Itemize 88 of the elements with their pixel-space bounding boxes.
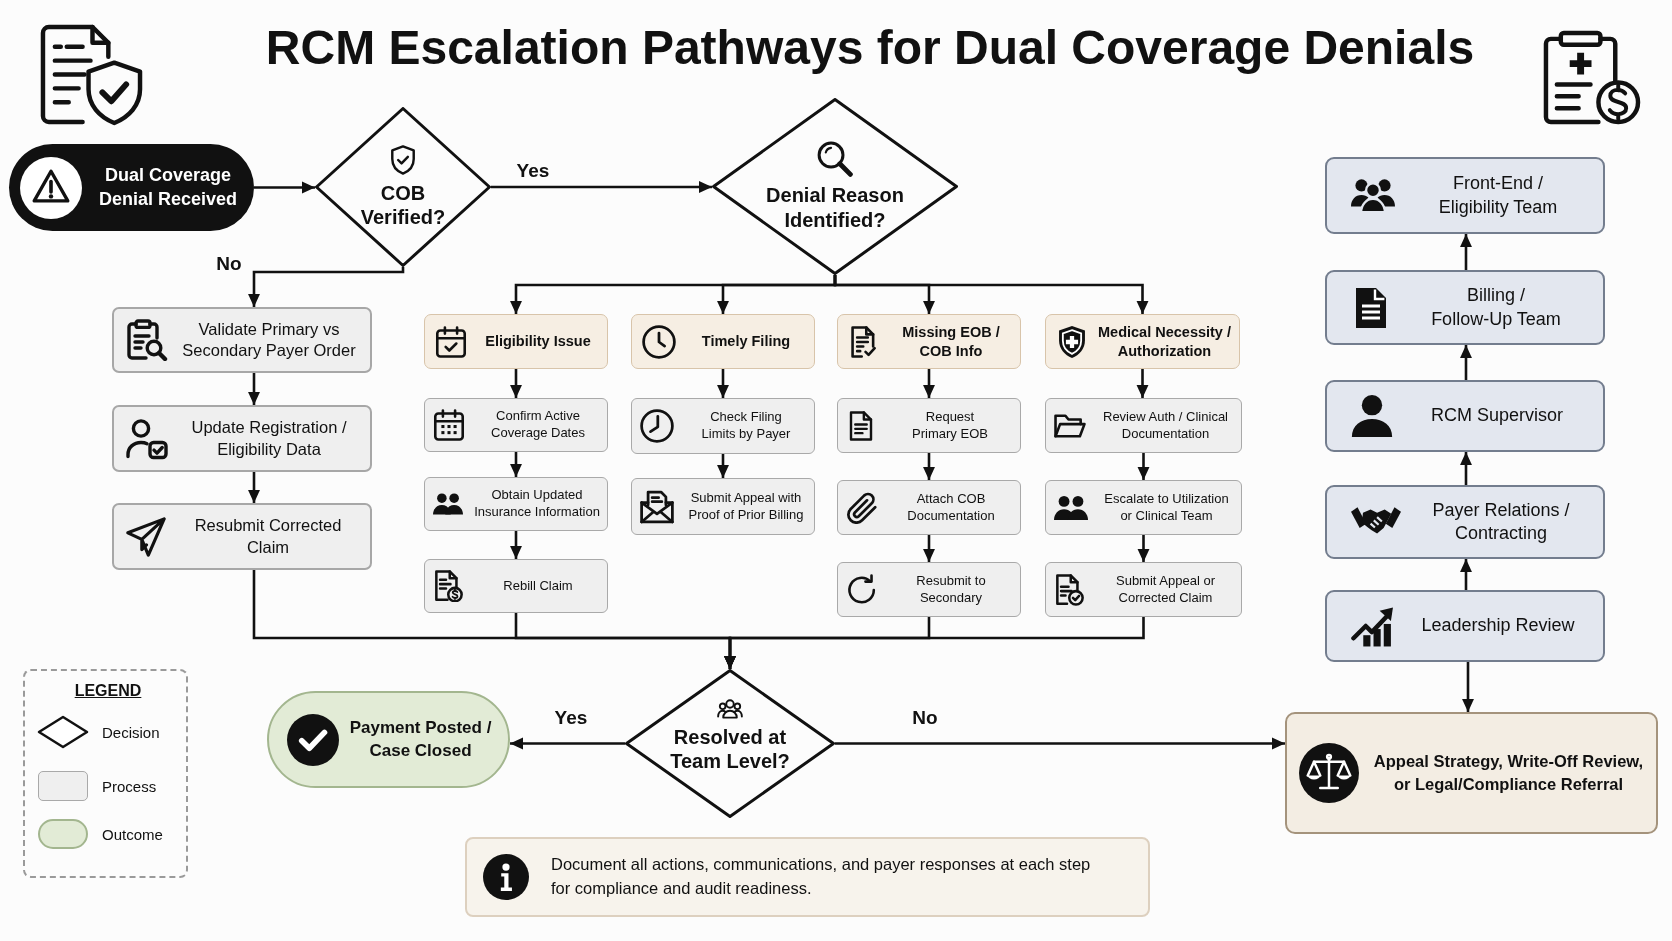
decision-diamond (625, 669, 835, 818)
decision-label: Resolved at Team Level? (669, 724, 791, 774)
step-label: Update Registration / Eligibility Data (190, 417, 348, 460)
decision-label: Denial Reason Identified? (765, 183, 905, 232)
diagram-title: RCM Escalation Pathways for Dual Coverage Denials (265, 20, 1475, 76)
team-box (1325, 485, 1605, 559)
arrow (1137, 453, 1150, 480)
arrow (717, 369, 729, 398)
step-label: Rebill Claim (502, 577, 574, 595)
arrow (1460, 452, 1472, 485)
category-box (424, 314, 608, 369)
arrow (510, 452, 522, 477)
step-label: Obtain Updated Insurance Information (473, 487, 601, 521)
arrow (1460, 559, 1472, 590)
step-label: Check Filing Limits by Payer (700, 409, 792, 443)
escalation-label: Appeal Strategy, Write-Off Review, or Legal/Compliance Referral (1372, 750, 1645, 795)
category-box (1045, 314, 1240, 369)
arrow (510, 737, 625, 750)
legend-heading: LEGEND (74, 682, 142, 700)
arrow (254, 181, 315, 194)
arrow (1136, 369, 1149, 398)
team-box (1325, 590, 1605, 662)
step-label: Validate Primary vs Secondary Payer Order (181, 318, 357, 361)
process-box (112, 307, 372, 373)
step-label: Resubmit Corrected Claim (193, 515, 343, 558)
team-label: Leadership Review (1420, 614, 1576, 638)
team-label: Billing / Follow-Up Team (1430, 284, 1562, 331)
team-label: RCM Supervisor (1430, 404, 1564, 428)
step-label: Request Primary EOB (911, 408, 989, 443)
process-box (631, 398, 815, 454)
team-label: Payer Relations / Contracting (1431, 498, 1571, 545)
process-box (1045, 480, 1242, 535)
legend-label: Outcome (102, 825, 163, 843)
process-box (112, 503, 372, 570)
arrow (833, 275, 1149, 314)
arrow (1460, 234, 1472, 270)
arrow (491, 181, 712, 193)
process-box (837, 562, 1021, 617)
category-label: Medical Necessity / Authorization (1097, 322, 1232, 361)
note-text: Document all actions, communications, and payer responses at each step for compliance and audit readiness. (551, 854, 1092, 899)
process-box (1045, 562, 1242, 617)
arrow (1460, 345, 1472, 380)
process-box (424, 477, 608, 531)
decision-diamond (712, 98, 958, 275)
arrow (248, 267, 405, 307)
step-label: Submit Appeal with Proof of Prior Billing (687, 489, 805, 524)
category-label: Missing EOB / COB Info (901, 322, 1001, 361)
process-box (424, 398, 608, 452)
arrow (248, 373, 260, 405)
step-label: Confirm Active Coverage Dates (490, 408, 586, 442)
category-box (631, 314, 815, 369)
arrow (923, 535, 935, 562)
arrow (510, 369, 522, 398)
step-label: Attach COB Documentation (906, 490, 996, 525)
decision-label: COB Verified? (359, 180, 447, 230)
team-label: Front-End / Eligibility Team (1437, 172, 1559, 219)
category-label: Eligibility Issue (484, 332, 592, 351)
note-box (465, 837, 1150, 917)
process-box (112, 405, 372, 472)
step-label: Escalate to Utilization or Clinical Team (1103, 490, 1230, 525)
team-box (1325, 157, 1605, 234)
decision-diamond (315, 107, 491, 267)
arrow (1137, 535, 1150, 562)
legend-label: Decision (102, 723, 160, 741)
arrow (835, 737, 1285, 750)
category-label: Timely Filing (700, 332, 792, 351)
category-box (837, 314, 1021, 369)
team-box (1325, 380, 1605, 452)
step-label: Submit Appeal or Corrected Claim (1115, 572, 1216, 607)
arrow (724, 617, 1145, 669)
terminal-label: Dual Coverage Denial Received (97, 164, 239, 211)
process-box (1045, 398, 1242, 453)
arrow (923, 369, 935, 398)
process-box (837, 480, 1021, 535)
process-box (631, 478, 815, 535)
step-label: Resubmit to Secondary (915, 572, 987, 607)
process-box (424, 559, 608, 613)
escalation-box (1285, 712, 1658, 834)
arrow (510, 531, 522, 559)
outcome-label: Payment Posted / Case Closed (348, 717, 493, 762)
arrow (717, 454, 729, 478)
process-box (837, 398, 1021, 453)
arrow (1462, 662, 1474, 712)
arrow (248, 472, 260, 503)
arrow (923, 453, 935, 480)
step-label: Review Auth / Clinical Documentation (1102, 408, 1229, 443)
team-box (1325, 270, 1605, 345)
legend-label: Process (102, 777, 157, 795)
